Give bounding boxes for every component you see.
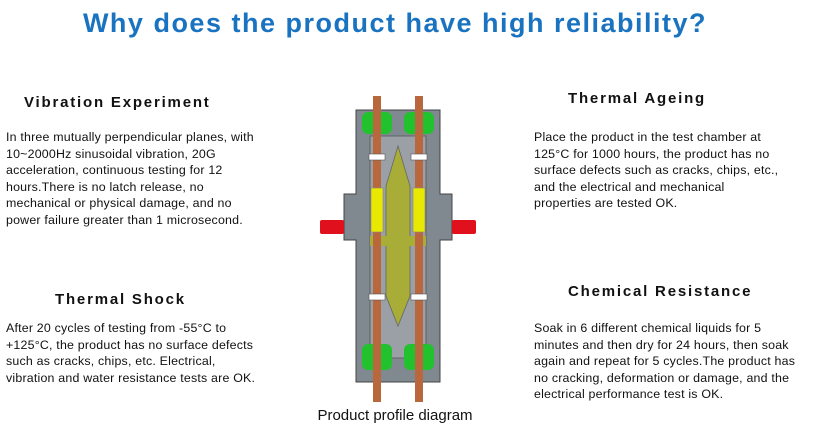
latch-plate <box>370 236 426 246</box>
text-line: Soak in 6 different chemical liquids for… <box>534 321 762 335</box>
text-line: 10~2000Hz sinusoidal vibration, 20G <box>6 146 216 161</box>
text-line: +125°C, the product has no surface defec… <box>6 337 254 352</box>
heading-chemical-resistance: Chemical Resistance <box>568 283 753 300</box>
text-line: After 20 cycles of testing from -55°C to <box>6 321 227 335</box>
text-line: such as cracks, chips, etc. Electrical, <box>6 354 216 369</box>
socket-right <box>412 187 426 233</box>
spring-bottom-left <box>368 293 386 301</box>
text-line: mechanical or physical damage, and no <box>6 196 232 211</box>
text-line: surface defects such as cracks, chips, e… <box>534 163 779 178</box>
seal-left-red <box>320 220 344 234</box>
text-line: electrical performance test is OK. <box>534 387 724 402</box>
text-line: acceleration, continuous testing for 12 <box>6 163 223 178</box>
heading-thermal-shock: Thermal Shock <box>55 291 186 308</box>
text-line: minutes and then dry for 24 hours, then … <box>534 337 789 352</box>
spring-top-left <box>368 153 386 161</box>
text-line: vibration and water resistance tests are… <box>6 370 256 385</box>
thermal-shock-description: After 20 cycles of testing from -55°C to… <box>6 320 291 386</box>
text-line: again and repeat for 5 cycles.The produc… <box>534 354 796 369</box>
vibration-description: In three mutually perpendicular planes, … <box>6 129 291 229</box>
heading-thermal-ageing: Thermal Ageing <box>568 90 706 107</box>
text-line: hours.There is no latch release, no <box>6 179 204 194</box>
page-title: Why does the product have high reliabili… <box>82 8 708 38</box>
seal-right-red <box>452 220 476 234</box>
spring-bottom-right <box>410 293 428 301</box>
diagram-caption: Product profile diagram <box>317 407 473 424</box>
thermal-ageing-description: Place the product in the test chamber at… <box>534 129 824 212</box>
text-line: properties are tested OK. <box>534 196 678 211</box>
contact-pin-left <box>373 96 381 402</box>
contact-pin-right <box>415 96 423 402</box>
text-line: power failure greater than 1 microsecond… <box>6 212 243 227</box>
heading-vibration-experiment: Vibration Experiment <box>24 94 211 111</box>
text-line: Place the product in the test chamber at <box>534 130 762 144</box>
product-profile-diagram <box>320 96 476 402</box>
socket-left <box>370 187 384 233</box>
text-line: no cracking, deformation or damage, and … <box>534 370 790 385</box>
text-line: and the electrical and mechanical <box>534 179 725 194</box>
text-line: In three mutually perpendicular planes, … <box>6 130 254 144</box>
chemical-resistance-description: Soak in 6 different chemical liquids for… <box>534 320 824 403</box>
text-line: 125°C for 1000 hours, the product has no <box>534 146 770 161</box>
spring-top-right <box>410 153 428 161</box>
